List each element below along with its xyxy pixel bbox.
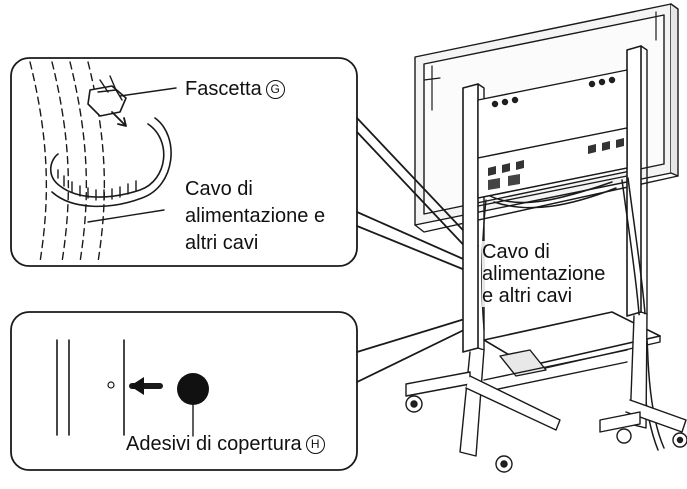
cable-clamp-inset bbox=[10, 57, 358, 267]
inset-cables-line-1: Cavo di bbox=[185, 178, 253, 200]
main-cables-label: Cavo di alimentazione e altri cavi bbox=[482, 241, 606, 307]
inset-cables-label: Cavo di alimentazione e altri cavi bbox=[185, 176, 325, 257]
callout-lines bbox=[356, 117, 479, 383]
inset-cables-line-3: altri cavi bbox=[185, 232, 259, 254]
marker-g: G bbox=[265, 80, 285, 99]
marker-h: H bbox=[305, 435, 325, 454]
main-cables-line-3: e altri cavi bbox=[482, 285, 573, 307]
cover-stickers-text: Adesivi di copertura bbox=[126, 433, 302, 455]
inset-cables-line-2: alimentazione e bbox=[185, 205, 326, 227]
mobile-stand bbox=[405, 45, 687, 473]
clamp-label-text: Fascetta bbox=[185, 78, 262, 100]
cover-sticker-inset bbox=[10, 311, 358, 471]
main-cables-line-1: Cavo di bbox=[482, 241, 550, 263]
main-cables-line-2: alimentazione bbox=[482, 263, 606, 285]
